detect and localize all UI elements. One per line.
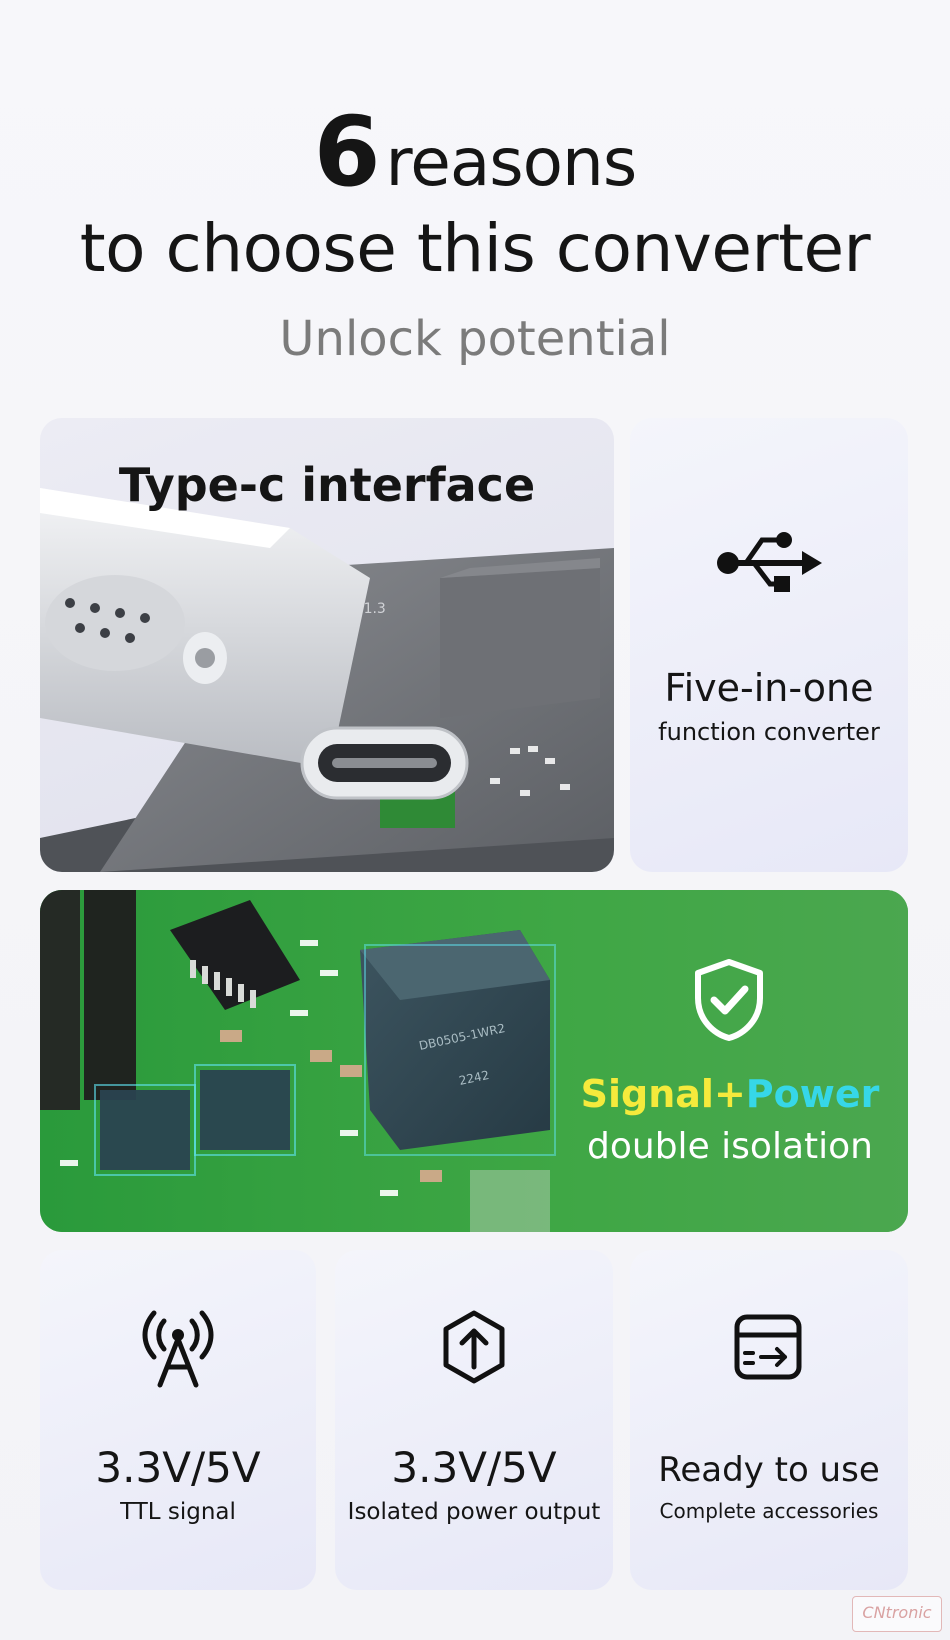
plus-sign: + <box>713 1072 746 1116</box>
headline-reasons: reasons <box>385 124 638 201</box>
power-word: Power <box>745 1072 880 1116</box>
typec-product-illustration: —V1.3 <box>40 488 614 872</box>
package-arrow-icon <box>630 1305 908 1389</box>
isolation-heading: Signal+Power <box>565 1072 895 1116</box>
headline-subtitle: Unlock potential <box>279 311 671 367</box>
watermark-logo: CNtronic <box>852 1596 942 1632</box>
ttl-subtitle: TTL signal <box>120 1499 236 1525</box>
typec-title: Type-c interface <box>118 458 536 512</box>
card-five-in-one: Five-in-one function converter <box>630 418 908 872</box>
isolator-chip-code: 2242 <box>458 1068 491 1088</box>
power-output-title: 3.3V/5V <box>391 1443 557 1492</box>
shield-check-icon <box>692 958 766 1042</box>
card-double-isolation: DB0505-1WR2 2242 Signal+Power double iso… <box>40 890 908 1232</box>
five-in-one-subtitle: function converter <box>658 718 880 746</box>
headline-line-2: to choose this converter <box>79 210 871 287</box>
headline-number: 6 <box>313 96 381 208</box>
isolation-subtitle: double isolation <box>587 1126 873 1167</box>
ready-title: Ready to use <box>658 1450 880 1490</box>
headline-line-1: 6reasons <box>0 104 950 205</box>
card-ready-to-use: Ready to use Complete accessories <box>630 1250 908 1590</box>
five-in-one-title: Five-in-one <box>664 666 874 710</box>
card-typec-interface: —V1.3 Type-c interface <box>40 418 614 872</box>
antenna-icon <box>40 1305 316 1389</box>
card-ttl-signal: 3.3V/5V TTL signal <box>40 1250 316 1590</box>
signal-word: Signal <box>580 1072 714 1116</box>
usb-icon <box>714 528 824 598</box>
headline: 6reasons to choose this converter Unlock… <box>0 104 950 369</box>
ready-subtitle: Complete accessories <box>659 1499 879 1523</box>
power-output-subtitle: Isolated power output <box>347 1499 601 1525</box>
pcb-illustration: DB0505-1WR2 2242 <box>40 890 908 1232</box>
ttl-title: 3.3V/5V <box>95 1443 261 1492</box>
box-upload-icon <box>335 1305 613 1389</box>
card-isolated-power-output: 3.3V/5V Isolated power output <box>335 1250 613 1590</box>
